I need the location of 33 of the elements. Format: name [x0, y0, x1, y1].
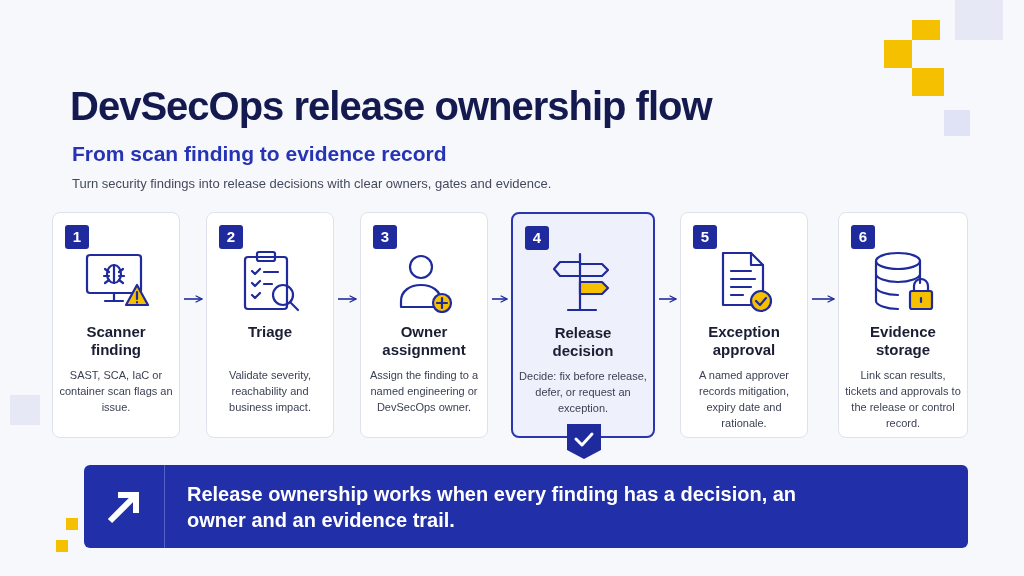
step-heading: Owner assignment [381, 323, 467, 359]
step-description: Assign the finding to a named engineering or DevSecOps owner. [368, 368, 480, 415]
summary-text: Release ownership works when every finding has a decision, an owner and an evidence trail. [187, 481, 798, 533]
title: DevSecOps release ownership flow [70, 83, 712, 130]
step-card [360, 212, 488, 438]
step-number-badge: 5 [693, 225, 717, 249]
step-description: Link scan results, tickets and approvals to the release or control record. [845, 368, 961, 431]
step-heading: Triage [246, 323, 294, 341]
arrow [491, 295, 508, 303]
step-description: Validate severity, reachability and business impact. [227, 368, 313, 415]
step-number-badge: 1 [65, 225, 89, 249]
subtitle: From scan finding to evidence record [72, 141, 447, 167]
step-number-badge: 3 [373, 225, 397, 249]
step-description: Decide: fix before release, defer, or request an exception. [519, 369, 647, 416]
step-card [206, 212, 334, 438]
step-description: A named approver records mitigation, expiry date and rationale. [698, 368, 790, 431]
step-card [52, 212, 180, 438]
step-heading: Evidence storage [869, 323, 937, 359]
arrow [183, 295, 203, 303]
step-number-badge: 6 [851, 225, 875, 249]
arrow [337, 295, 357, 303]
step-card [838, 212, 968, 438]
step-heading: Exception approval [707, 323, 781, 359]
step-number-badge: 2 [219, 225, 243, 249]
arrow [658, 295, 677, 303]
description: Turn security findings into release decisions with clear owners, gates and evidence. [72, 175, 552, 193]
step-heading: Release decision [551, 324, 615, 360]
arrow [811, 295, 835, 303]
step-number-badge: 4 [525, 226, 549, 250]
step-heading: Scanner finding [85, 323, 147, 359]
step-description: SAST, SCA, IaC or container scan flags an issue. [59, 368, 173, 415]
summary-banner [84, 465, 968, 548]
step-card [680, 212, 808, 438]
